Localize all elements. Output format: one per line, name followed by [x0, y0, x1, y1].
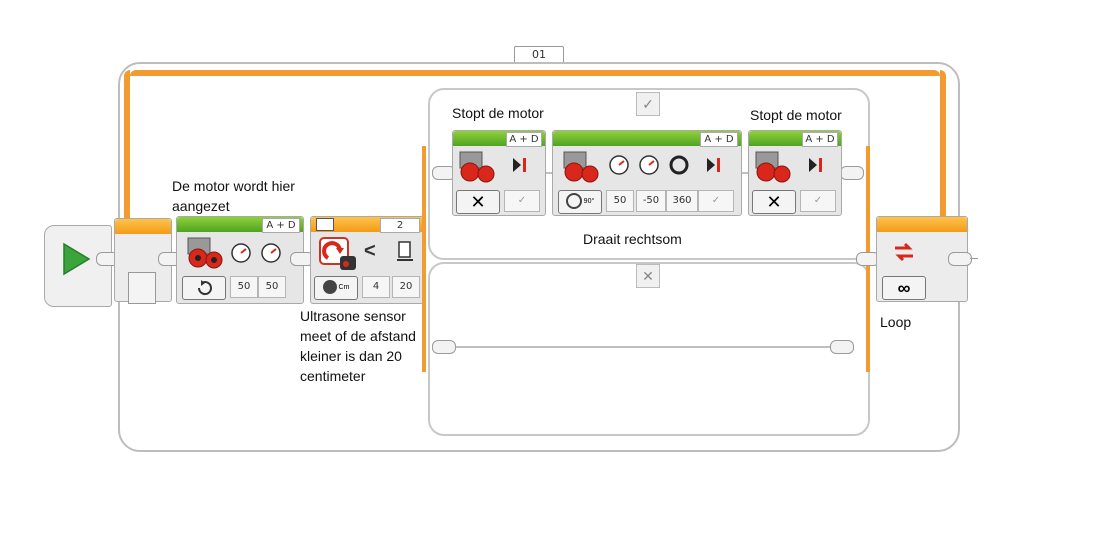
power-right-input[interactable]: 50 — [258, 276, 286, 298]
sensor-port-field[interactable]: 2 — [380, 218, 420, 233]
switch-case-false — [428, 262, 870, 436]
speedometer-icon — [639, 155, 659, 175]
sensor-mode-button[interactable]: Cm — [314, 276, 358, 300]
check-icon: ✓ — [517, 195, 527, 206]
loop-label: Loop — [880, 314, 912, 330]
check-icon: ✓ — [711, 195, 721, 206]
x-icon: ✕ — [642, 268, 654, 284]
off-x-icon: ✕ — [766, 192, 782, 212]
brake-icon — [513, 158, 526, 172]
annotation-motor-on: De motor wordt hier aangezet — [172, 178, 295, 214]
loop-exit-wire — [970, 258, 978, 259]
ultrasonic-sensor-icon — [319, 237, 356, 270]
loop-exit-plug[interactable] — [948, 252, 972, 266]
mode-unit-label: Cm — [338, 284, 350, 291]
loop-mode-button[interactable]: ∞ — [882, 276, 926, 300]
degrees-mode-icon — [565, 193, 582, 210]
check-icon: ✓ — [813, 195, 823, 206]
stop2-mode-button[interactable]: ✕ — [752, 190, 796, 214]
check-icon: ✓ — [642, 96, 654, 112]
speedometer-icon — [609, 155, 629, 175]
annotation-sensor: Ultrasone sensor meet of de afstand klei… — [300, 308, 416, 384]
motor-port-field[interactable]: A + D — [262, 218, 300, 233]
large-motor-icon — [187, 237, 223, 269]
rotate-mode-button[interactable]: 90° — [558, 190, 602, 214]
annotation-rotate: Draait rechtsom — [583, 231, 682, 247]
stop2-brake-value[interactable]: ✓ — [800, 190, 836, 212]
loop-wire-top — [130, 70, 940, 76]
large-motor-icon — [459, 151, 495, 183]
stop1-brake-value[interactable]: ✓ — [504, 190, 540, 212]
rotate-power-input[interactable]: -50 — [636, 190, 666, 212]
switch-bracket-left — [422, 146, 426, 372]
case-false-out-plug[interactable] — [830, 340, 854, 354]
case-false-in-plug[interactable] — [432, 340, 456, 354]
case-false-sequence-line — [440, 346, 848, 348]
rotate-port-field[interactable]: A + D — [700, 132, 738, 147]
start-block[interactable] — [44, 225, 112, 307]
motor-mode-button[interactable] — [182, 276, 226, 300]
annotation-stop-1: Stopt de motor — [452, 105, 544, 121]
case-true-tab[interactable]: ✓ — [636, 92, 660, 116]
off-x-icon: ✕ — [470, 192, 486, 212]
rotate-mode-unit: 90° — [583, 198, 595, 205]
stop2-port-field[interactable]: A + D — [802, 132, 838, 147]
case-false-tab[interactable]: ✕ — [636, 264, 660, 288]
speedometer-icon — [231, 243, 251, 263]
compare-symbol: < — [364, 240, 376, 262]
steering-input[interactable]: 50 — [606, 190, 634, 212]
speedometer-icon — [261, 243, 281, 263]
annotation-stop-2: Stopt de motor — [750, 107, 842, 123]
rotate-degrees-input[interactable]: 360 — [666, 190, 698, 212]
stop1-port-field[interactable]: A + D — [506, 132, 542, 147]
loop-wire-left — [124, 70, 130, 220]
brake-icon — [809, 158, 822, 172]
ultrasonic-cm-icon — [322, 280, 337, 295]
loop-entry-tab — [128, 272, 156, 304]
switch-view-toggle[interactable] — [316, 218, 334, 231]
loop-refresh-icon — [895, 242, 913, 262]
play-icon — [63, 242, 91, 276]
brake-icon — [707, 158, 720, 172]
large-motor-icon — [755, 151, 791, 183]
rotate-brake-value[interactable]: ✓ — [698, 190, 734, 212]
threshold-input[interactable]: 20 — [392, 276, 420, 298]
on-icon — [197, 280, 212, 296]
stop1-mode-button[interactable]: ✕ — [456, 190, 500, 214]
infinity-icon: ∞ — [897, 278, 911, 298]
case-true-out-plug[interactable] — [840, 166, 864, 180]
compare-type-input[interactable]: 4 — [362, 276, 390, 298]
large-motor-icon — [563, 151, 599, 183]
degrees-icon — [669, 155, 689, 175]
power-left-input[interactable]: 50 — [230, 276, 258, 298]
threshold-icon — [397, 241, 413, 261]
loop-wire-right — [940, 70, 946, 220]
